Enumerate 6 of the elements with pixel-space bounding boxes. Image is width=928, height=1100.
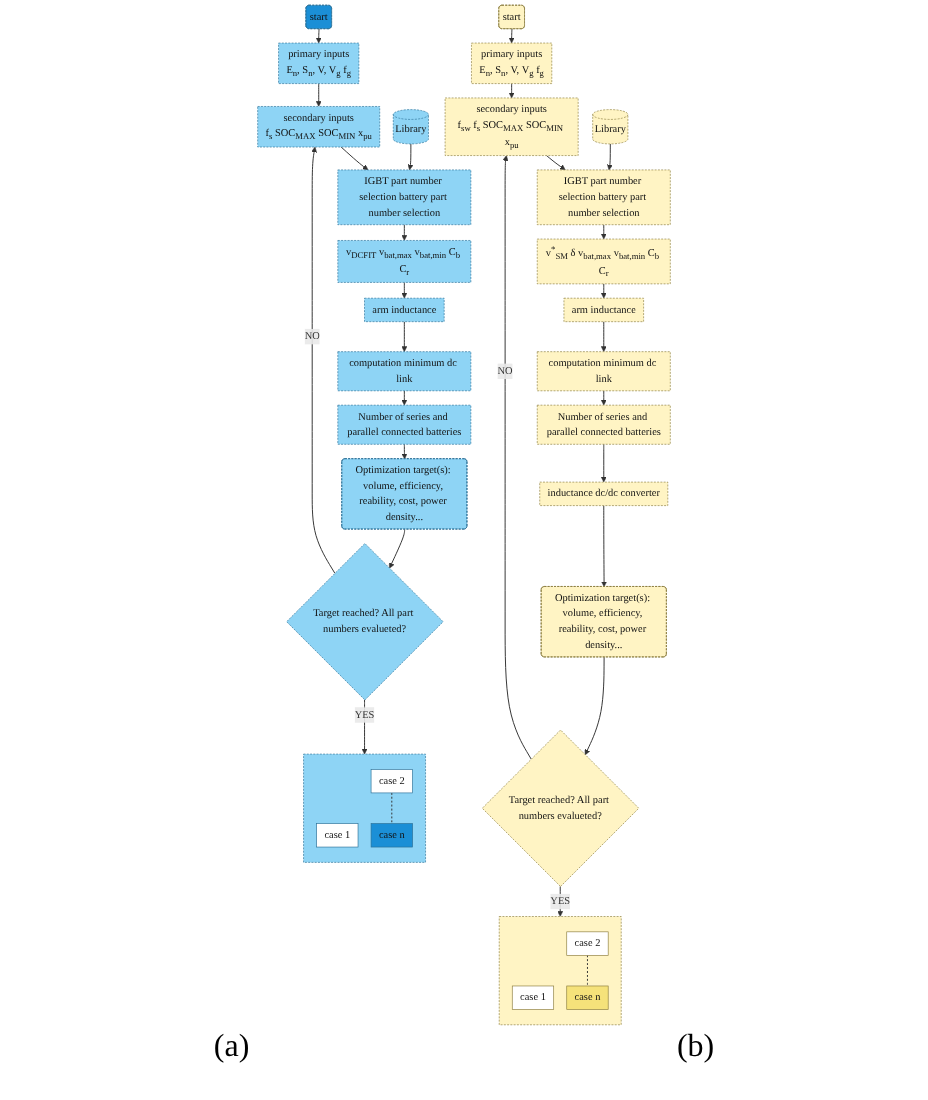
connector xyxy=(391,792,393,825)
panel-label: (b) xyxy=(676,1030,715,1066)
cluster xyxy=(498,916,622,1026)
connector xyxy=(586,954,588,987)
panel-label: (a) xyxy=(213,1030,250,1066)
cluster xyxy=(303,753,426,863)
